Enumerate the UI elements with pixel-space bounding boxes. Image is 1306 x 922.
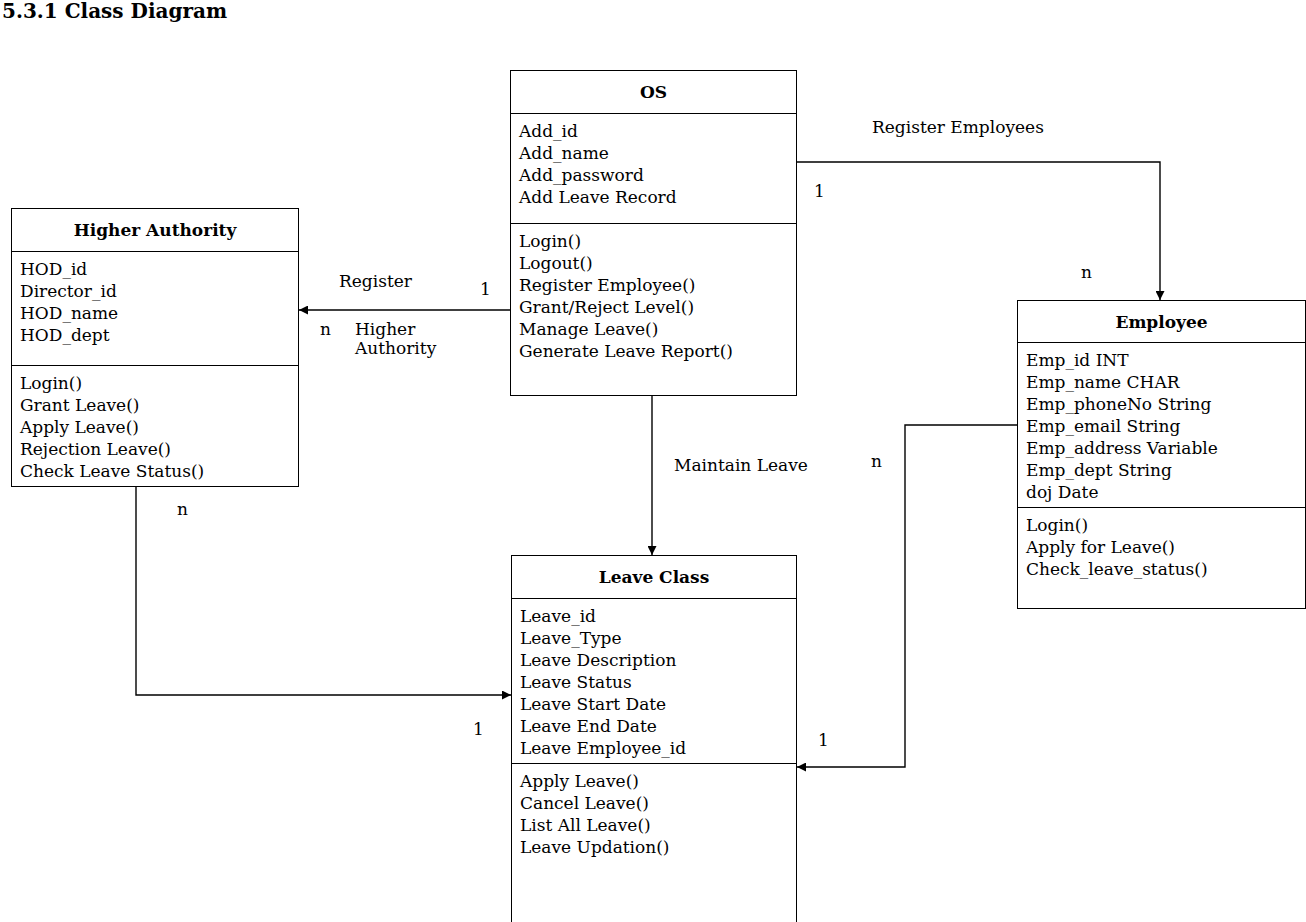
multiplicity: n [869,452,884,471]
association-label: Register [337,272,414,291]
attribute: Leave Status [520,671,788,693]
attribute: Leave Start Date [520,693,788,715]
method: Login() [519,230,788,252]
attribute: Emp_phoneNo String [1026,393,1297,415]
class-title: Leave Class [599,566,710,588]
attribute: Leave_id [520,605,788,627]
class-box: Leave ClassLeave_idLeave_TypeLeave Descr… [511,555,797,922]
attribute: Add_name [519,142,788,164]
method: List All Leave() [520,814,788,836]
attribute: Add_password [519,164,788,186]
class-title: Employee [1115,311,1207,333]
class-box: EmployeeEmp_id INTEmp_name CHAREmp_phone… [1017,300,1306,609]
class-name-wrap: Leave Class [599,566,710,588]
multiplicity: 1 [812,182,827,201]
method: Apply Leave() [20,416,290,438]
attribute: Director_id [20,280,290,302]
attribute: Emp_name CHAR [1026,371,1297,393]
method: Manage Leave() [519,318,788,340]
attribute: HOD_name [20,302,290,324]
class-box: OS Add_idAdd_nameAdd_passwordAdd Leave Re… [510,70,797,396]
attribute: Add Leave Record [519,186,788,208]
method: Login() [1026,514,1297,536]
method: Login() [20,372,290,394]
method: Generate Leave Report() [519,340,788,362]
association-line [651,396,652,555]
multiplicity: n [1079,263,1094,282]
class-name-wrap: OS [640,81,667,103]
method-list: Login()Grant Leave()Apply Leave()Rejecti… [12,365,298,486]
attribute: Emp_dept String [1026,459,1297,481]
association-line [797,425,1017,767]
association-line [136,487,511,695]
method: Cancel Leave() [520,792,788,814]
attribute: Emp_email String [1026,415,1297,437]
attribute: Emp_address Variable [1026,437,1297,459]
method: Leave Updation() [520,836,788,858]
attribute-list: Add_idAdd_nameAdd_passwordAdd Leave Reco… [511,113,796,223]
association-label: Register Employees [870,118,1046,137]
class-name: OS [511,71,796,113]
attribute: Leave Description [520,649,788,671]
method-list: Apply Leave()Cancel Leave()List All Leav… [512,763,796,922]
class-name-wrap: Higher Authority [74,219,237,241]
method-list: Login()Apply for Leave()Check_leave_stat… [1018,507,1305,608]
method: Apply for Leave() [1026,536,1297,558]
attribute: Emp_id INT [1026,349,1297,371]
multiplicity: n [318,320,333,339]
method: Grant/Reject Level() [519,296,788,318]
method: Rejection Leave() [20,438,290,460]
method: Grant Leave() [20,394,290,416]
attribute-list: Leave_idLeave_TypeLeave DescriptionLeave… [512,598,796,763]
method-list: Login()Logout()Register Employee()Grant/… [511,223,796,395]
attribute: HOD_id [20,258,290,280]
method: Apply Leave() [520,770,788,792]
method: Register Employee() [519,274,788,296]
method: Check Leave Status() [20,460,290,482]
role-name: Higher Authority [353,320,452,358]
class-name: Employee [1018,301,1305,342]
method: Logout() [519,252,788,274]
attribute: Leave Employee_id [520,737,788,759]
multiplicity: 1 [478,280,493,299]
class-name: Higher Authority [12,209,298,251]
multiplicity: 1 [471,720,486,739]
attribute-list: HOD_idDirector_idHOD_nameHOD_dept [12,251,298,365]
multiplicity: n [175,500,190,519]
method: Check_leave_status() [1026,558,1297,580]
attribute: Leave_Type [520,627,788,649]
attribute: doj Date [1026,481,1297,503]
attribute: HOD_dept [20,324,290,346]
attribute: Add_id [519,120,788,142]
class-title: OS [640,81,667,103]
multiplicity: 1 [816,731,831,750]
class-title: Higher Authority [74,219,237,241]
class-name-wrap: Employee [1115,311,1207,333]
association-line [299,309,510,310]
class-name: Leave Class [512,556,796,598]
association-label: Maintain Leave [672,456,810,475]
diagram-title: 5.3.1 Class Diagram [2,0,227,22]
class-box: Higher AuthorityHOD_idDirector_idHOD_nam… [11,208,299,487]
attribute: Leave End Date [520,715,788,737]
association-line [797,162,1160,300]
attribute-list: Emp_id INTEmp_name CHAREmp_phoneNo Strin… [1018,342,1305,507]
